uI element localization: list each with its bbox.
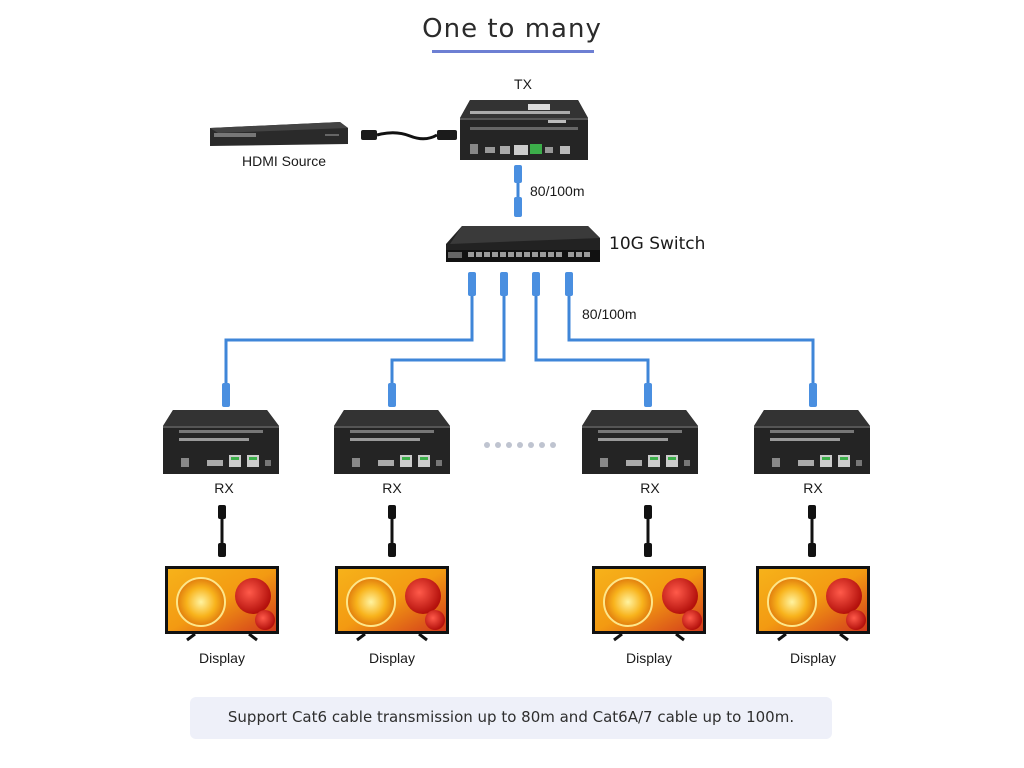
switch-label: 10G Switch — [609, 234, 706, 254]
cable-length-label-top: 80/100m — [530, 183, 585, 199]
rx-extender-icon — [163, 410, 279, 474]
blu-ray-player-icon — [210, 122, 348, 146]
ellipsis-dots — [484, 442, 556, 448]
rx-extender-icon — [582, 410, 698, 474]
tv-display-icon — [592, 566, 706, 642]
network-switch-icon — [446, 226, 600, 262]
tv-display-icon — [756, 566, 870, 642]
cable-length-label-bottom: 80/100m — [582, 306, 637, 322]
diagram-title: One to many — [422, 14, 602, 44]
rx-label: RX — [214, 480, 234, 496]
rx-extender-icon — [754, 410, 870, 474]
footer-text: Support Cat6 cable transmission up to 80… — [227, 708, 795, 726]
ethernet-cable-tx-switch — [514, 165, 522, 217]
hdmi-cables-rx-display — [218, 505, 816, 557]
ethernet-connectors — [222, 272, 817, 407]
title-underline — [432, 50, 594, 53]
ethernet-cables-switch-rx — [224, 296, 815, 385]
tv-display-icon — [335, 566, 449, 642]
rx-label: RX — [382, 480, 402, 496]
display-label: Display — [199, 650, 245, 666]
hdmi-cable-icon — [361, 130, 457, 141]
rx-label: RX — [803, 480, 823, 496]
rx-extender-icon — [334, 410, 450, 474]
display-label: Display — [626, 650, 672, 666]
footer-banner — [190, 697, 832, 739]
hdmi-source-label: HDMI Source — [241, 153, 327, 169]
tx-label: TX — [514, 76, 532, 92]
tv-display-icon — [165, 566, 279, 642]
tx-extender-icon — [460, 100, 588, 160]
display-label: Display — [369, 650, 415, 666]
display-label: Display — [790, 650, 836, 666]
rx-label: RX — [640, 480, 660, 496]
